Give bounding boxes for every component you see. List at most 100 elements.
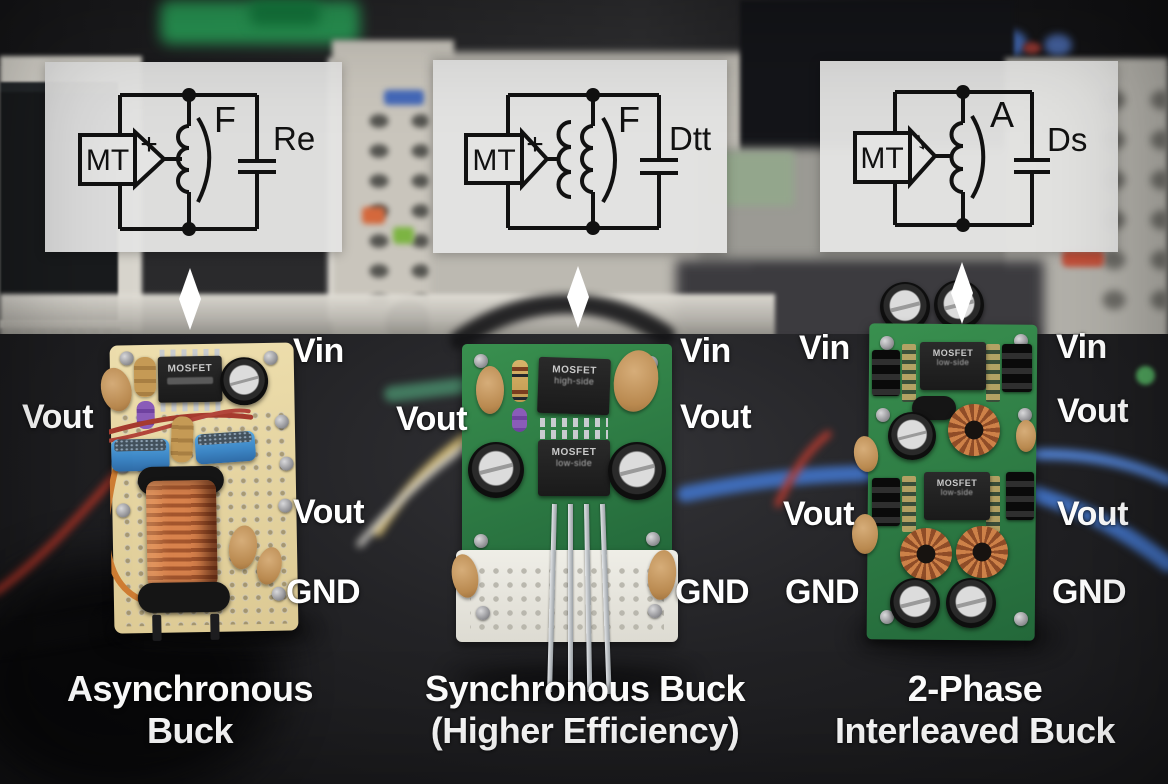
tantalum-capacitor [852, 514, 878, 554]
amplifier-triangle [908, 125, 938, 190]
toroid-inductor [948, 404, 1000, 456]
pin-label-vout: Vout [293, 493, 365, 531]
board-interleaved-buck: MOSFET low-side MOSFET low-side [851, 280, 1044, 644]
inductor-symbol [580, 124, 594, 194]
mt-label: MT [860, 142, 903, 175]
red-knob-blur [1023, 42, 1041, 54]
mosfet-ic-phase2: MOSFET low-side [924, 472, 990, 520]
mosfet-ic-phase1: MOSFET low-side [920, 342, 986, 390]
screw [646, 532, 660, 546]
header-pin [568, 504, 573, 694]
board-leg [152, 614, 162, 641]
mt-label: MT [86, 144, 129, 177]
pin-label-gnd: GND [286, 573, 361, 611]
mosfet-high-side-ic: MOSFET high-side [537, 356, 611, 416]
mt-source-box [853, 131, 912, 184]
purple-bead [512, 408, 527, 432]
board-leg [210, 613, 220, 640]
electrolytic-capacitor [468, 442, 524, 498]
node-dot [956, 218, 970, 232]
breadboard-holes [470, 560, 664, 634]
resistor [512, 360, 528, 402]
pin-header [1006, 472, 1034, 520]
blue-button-blur [384, 90, 424, 105]
ic-pins [540, 430, 608, 439]
caption-asynchronous-buck: Asynchronous Buck [20, 668, 360, 752]
ic-label: low-side [936, 358, 970, 367]
ic-label: low-side [555, 458, 593, 468]
tantalum-capacitor [1016, 420, 1036, 452]
schematic-panel-interleaved: MT ↓ A Ds [820, 61, 1118, 252]
smd-components [902, 476, 916, 532]
screw [1014, 612, 1028, 626]
screw [880, 336, 894, 350]
caption-line: Interleaved Buck [834, 710, 1116, 751]
node-dot [956, 85, 970, 99]
plus-symbol: + [140, 128, 158, 161]
smd-components [986, 344, 1000, 402]
black-cable [450, 294, 675, 350]
screw [476, 606, 490, 620]
pin-label-vout: Vout [22, 398, 94, 436]
pin-label-vout: Vout [1057, 392, 1129, 430]
pin-label-gnd: GND [675, 573, 750, 611]
green-equipment-blur [250, 0, 320, 26]
blue-capacitor [194, 430, 257, 465]
screw [474, 534, 488, 548]
caption-line: Asynchronous [66, 668, 314, 709]
inductor-arc [196, 116, 212, 203]
electrolytic-capacitor [888, 412, 936, 460]
pin-label-vin: Vin [799, 329, 850, 367]
white-wire [356, 438, 476, 548]
pin-label-vout: Vout [396, 400, 468, 438]
keypad-buttons-blur [352, 104, 444, 304]
smd-components [902, 344, 916, 402]
board-synchronous-buck: MOSFET high-side MOSFET low-side [448, 338, 679, 694]
inductor-label: F [214, 99, 236, 140]
pin-label-vin: Vin [293, 332, 344, 370]
electrolytic-capacitor [608, 442, 666, 500]
board-asynchronous-buck: MOSFET [96, 338, 302, 641]
schematic-asynchronous: MT + F Re [78, 88, 315, 236]
electrolytic-capacitor [946, 578, 996, 628]
ic-label: MOSFET [936, 478, 978, 488]
pin-header [872, 350, 900, 396]
inductor-symbol-2 [556, 120, 572, 199]
screw [880, 610, 894, 624]
pin-header [1002, 344, 1032, 392]
green-knob-blur [1136, 366, 1155, 385]
schematic-panel-asynchronous: MT + F Re [45, 62, 342, 252]
ic-label: low-side [940, 488, 974, 497]
plus-symbol: + [526, 128, 544, 161]
red-button-blur [1062, 250, 1104, 267]
screw [876, 408, 890, 422]
amplifier-triangle [520, 126, 550, 192]
pin-label-vout: Vout [783, 495, 855, 533]
electrolytic-capacitor [890, 578, 940, 628]
pin-label-gnd: GND [1052, 573, 1127, 611]
inductor-label: F [618, 99, 640, 140]
inductor-arc [601, 116, 617, 204]
ferrite-core-bottom [137, 581, 231, 614]
copper-coil-inductor [145, 479, 218, 590]
toroid-inductor [900, 528, 952, 580]
orange-wire [107, 458, 143, 603]
orange-button-blur [362, 207, 385, 224]
node-dot [182, 88, 196, 102]
pointer-diamond-icon [567, 266, 589, 328]
amplifier-triangle [133, 127, 167, 191]
ic-pins [540, 418, 608, 427]
blue-knob-blur [1044, 34, 1072, 56]
caption-synchronous-buck: Synchronous Buck (Higher Efficiency) [385, 668, 785, 752]
inductor-symbol [949, 121, 964, 194]
screw [474, 354, 488, 368]
pin-header [872, 478, 900, 526]
capacitor-symbol [640, 158, 678, 175]
ic-label: MOSFET [551, 447, 597, 458]
caption-line: 2-Phase [907, 668, 1043, 709]
screw [648, 604, 662, 618]
inductor-arc [970, 114, 986, 200]
mosfet-low-side-ic: MOSFET low-side [538, 440, 610, 496]
pointer-diamond-icon [179, 268, 201, 330]
inductor-bead [170, 416, 194, 463]
